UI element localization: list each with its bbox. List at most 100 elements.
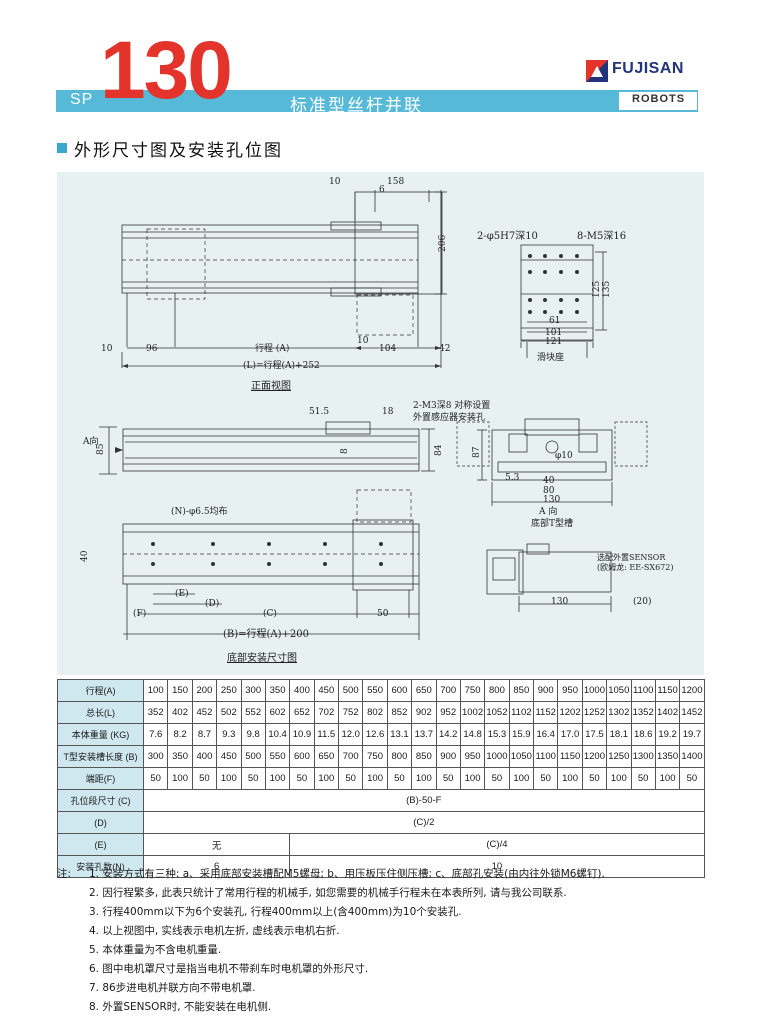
table-cell: 652 (289, 701, 315, 724)
table-cell: 1150 (557, 745, 583, 768)
table-cell: 600 (386, 679, 413, 702)
model-number: 130 (100, 25, 233, 116)
dim-50: 50 (377, 609, 389, 619)
dim-8: 8 (340, 448, 350, 454)
brand-sub-box (618, 91, 698, 111)
table-row: (D)(C)/2 (57, 811, 705, 834)
table-cell: 1152 (532, 701, 559, 724)
label-sensor-opt-1: 选配外置SENSOR (597, 553, 666, 562)
brand-mark-icon (586, 60, 608, 82)
dim-20: (20) (633, 597, 652, 607)
table-cell: 500 (337, 679, 364, 702)
table-cell: 18.6 (630, 723, 656, 746)
table-cell: 50 (240, 767, 266, 790)
table-cell: 50 (386, 767, 413, 790)
table-cell: 100 (606, 767, 632, 790)
table-cell: 752 (337, 701, 364, 724)
dim-40-b: 40 (80, 550, 90, 562)
caption-slider: 滑块座 (537, 353, 565, 363)
table-cell: 150 (167, 679, 193, 702)
brand-sub: ROBOTS (632, 93, 686, 105)
table-cell: 100 (264, 767, 291, 790)
table-cell: 402 (167, 701, 193, 724)
table-cell: 1050 (508, 745, 535, 768)
table-cell: 100 (216, 767, 242, 790)
n-row-value-long: 10 (289, 855, 705, 878)
table-cell: 700 (337, 745, 364, 768)
dimension-drawing: 10 158 6 206 10 96 行程 (A) 104 10 42 (L)=… (57, 172, 704, 675)
table-cell: 100 (167, 767, 193, 790)
note-item: 8. 外置SENSOR时, 不能安装在电机侧. (89, 1001, 272, 1013)
table-cell: 13.1 (386, 723, 413, 746)
dim-40: 40 (543, 476, 555, 486)
table-cell: 852 (386, 701, 413, 724)
header-band (56, 90, 698, 112)
table-cell: 1052 (484, 701, 510, 724)
table-cell: 100 (508, 767, 535, 790)
table-cell: 952 (435, 701, 461, 724)
dim-158: 158 (387, 177, 405, 187)
dim-80: 80 (543, 486, 555, 496)
n-row-header: 安装孔数(N) (57, 855, 144, 878)
caption-view-a: A 向 (539, 507, 558, 517)
row-header: 总长(L) (57, 701, 144, 724)
dim-130-b: 130 (551, 597, 569, 607)
table-cell: 1100 (630, 679, 656, 702)
table-cell: 850 (411, 745, 437, 768)
table-cell: 12.0 (337, 723, 364, 746)
dim-18: 18 (382, 407, 394, 417)
table-cell: 350 (264, 679, 291, 702)
table-cell: 11.5 (313, 723, 340, 746)
note-item: 4. 以上视图中, 实线表示电机左折, 虚线表示电机右折. (89, 925, 340, 937)
table-cell: 550 (362, 679, 388, 702)
dim-10-top: 10 (329, 177, 341, 187)
table-cell: 1352 (630, 701, 656, 724)
table-cell: 14.8 (459, 723, 486, 746)
table-cell: 100 (459, 767, 486, 790)
caption-front-view: 正面视图 (251, 381, 291, 392)
table-row: (E)无(C)/4 (57, 833, 705, 856)
table-cell: 50 (532, 767, 559, 790)
table-cell: 400 (191, 745, 218, 768)
dim-stroke-a: 行程 (A) (255, 344, 290, 354)
table-cell: 100 (654, 767, 681, 790)
table-cell: 802 (362, 701, 388, 724)
table-cell: 100 (362, 767, 388, 790)
table-cell: 550 (264, 745, 291, 768)
table-cell: 1002 (459, 701, 486, 724)
dim-42: 42 (439, 344, 451, 354)
table-cell: 1000 (581, 679, 608, 702)
row-header: 本体重量 (KG) (57, 723, 144, 746)
dim-6: 6 (379, 185, 385, 195)
table-cell: 300 (240, 679, 266, 702)
table-cell: 100 (411, 767, 437, 790)
table-cell: 17.5 (581, 723, 608, 746)
table-cell: 450 (313, 679, 340, 702)
section-title: 外形尺寸图及安装孔位图 (74, 141, 283, 161)
dim-10-right: 10 (357, 336, 369, 346)
table-cell: 650 (313, 745, 340, 768)
table-cell: 552 (240, 701, 266, 724)
table-cell: 1000 (484, 745, 510, 768)
dim-101: 101 (545, 328, 563, 338)
table-cell: 1400 (679, 745, 705, 768)
hole-pitch-header: 孔位段尺寸 (C) (57, 789, 144, 812)
section-marker-icon (57, 143, 67, 153)
table-cell: 50 (679, 767, 705, 790)
d-row-header: (D) (57, 811, 144, 834)
table-cell: 502 (216, 701, 242, 724)
dim-96: 96 (146, 344, 158, 354)
table-cell: 18.1 (606, 723, 632, 746)
label-holes-a: 2-φ5H7深10 (477, 231, 538, 242)
dim-length-b: (B)=行程(A)+200 (223, 629, 310, 640)
row-header: 端距(F) (57, 767, 144, 790)
table-cell: 602 (264, 701, 291, 724)
table-cell: 1302 (606, 701, 632, 724)
